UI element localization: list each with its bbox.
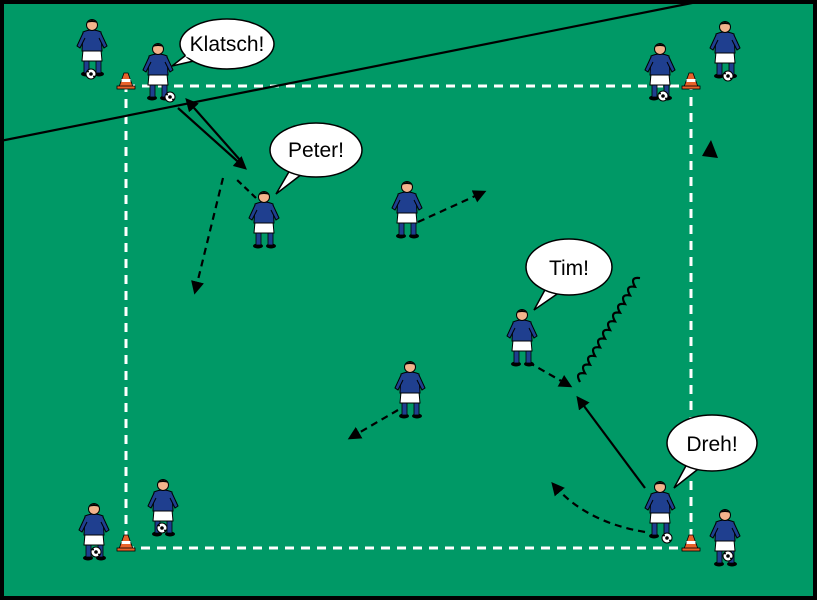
run-arrow: [527, 361, 573, 388]
ball-icon: [661, 532, 673, 544]
turn-arrow: [551, 481, 646, 534]
run-arrow: [417, 190, 487, 224]
ball-icon: [722, 70, 734, 82]
dribble-arrow: [576, 276, 641, 383]
movement-arrows: [0, 0, 708, 534]
run-arrow: [234, 177, 257, 199]
callout-peter: Peter!: [269, 122, 363, 195]
ball-icon: [164, 91, 176, 103]
ball-icon: [657, 90, 669, 102]
pass-arrow: [576, 395, 646, 489]
callout-dreh: Dreh!: [666, 414, 758, 489]
dribble-arrow-head: [0, 0, 708, 143]
callout-text: Peter!: [288, 139, 344, 162]
callout-text: Dreh!: [686, 433, 737, 456]
run-arrow: [347, 409, 399, 440]
callout-text: Tim!: [549, 257, 589, 280]
ball-icon: [90, 546, 102, 558]
pass-arrow: [177, 107, 247, 170]
dribble-arrow-head: [702, 140, 718, 158]
callout-klatsch: Klatsch!: [171, 18, 275, 70]
ball-icon: [722, 550, 734, 562]
pitch: [4, 4, 813, 596]
ball-icon: [85, 68, 97, 80]
run-arrow: [191, 177, 225, 295]
callout-text: Klatsch!: [190, 33, 265, 56]
pass-arrow: [185, 98, 241, 161]
ball-icon: [156, 522, 168, 534]
callout-tim: Tim!: [525, 238, 613, 311]
